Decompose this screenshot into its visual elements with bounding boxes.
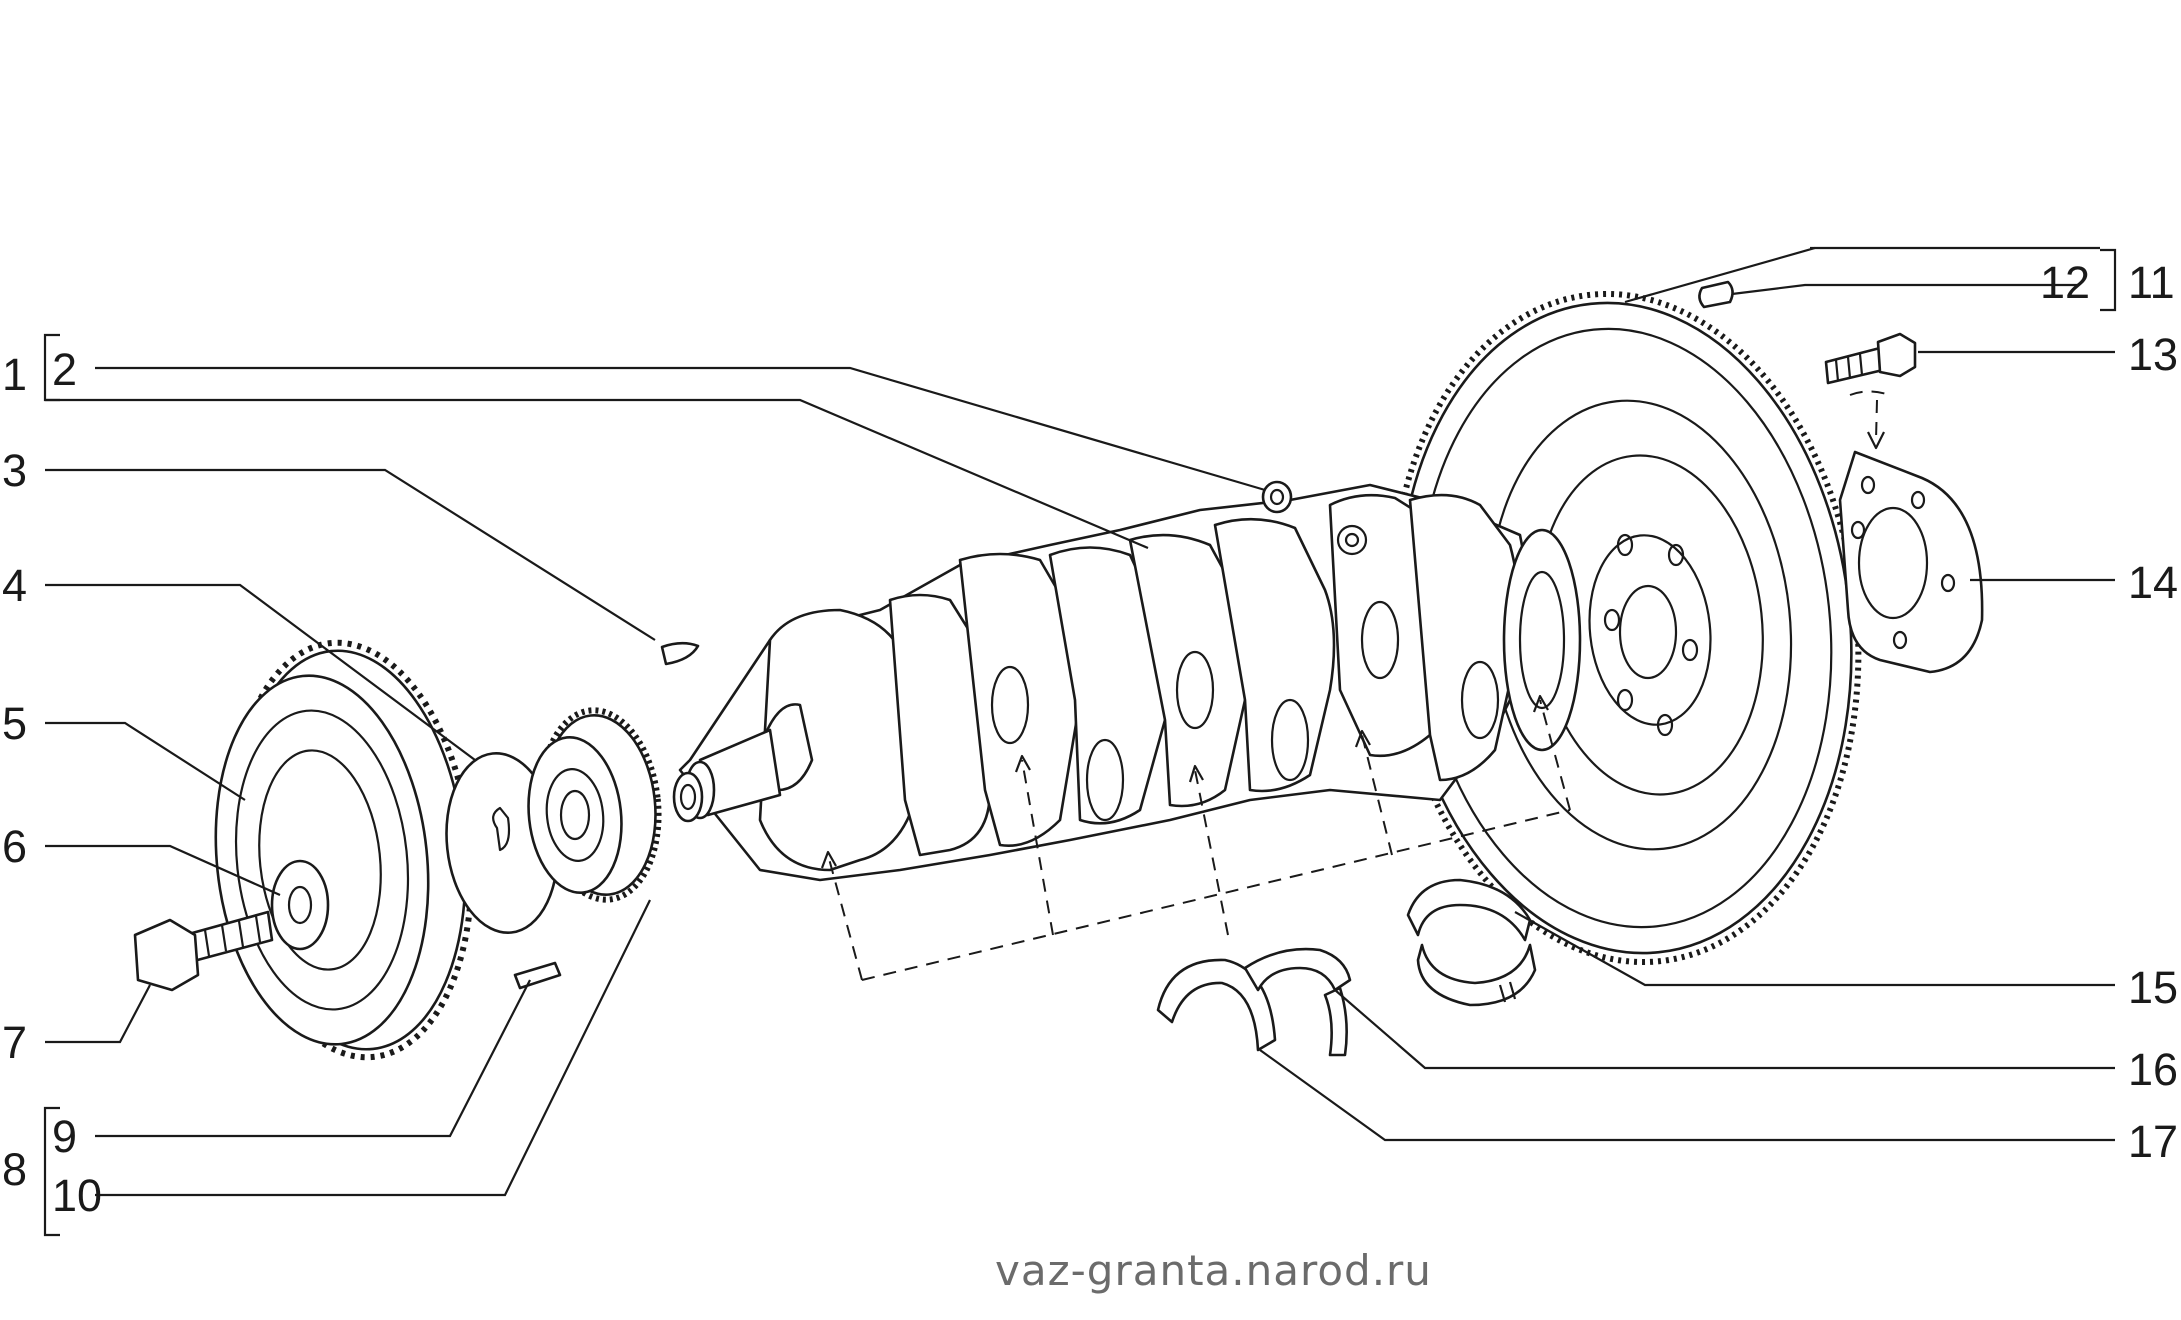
thrust-half-washers <box>1156 947 1352 1057</box>
callout-16: 16 <box>2128 1044 2178 1095</box>
callout-17: 17 <box>2128 1116 2178 1167</box>
main-bearing-shells <box>1406 878 1537 1007</box>
callout-10: 10 <box>52 1170 102 1221</box>
callout-5: 5 <box>2 698 27 749</box>
callout-12: 12 <box>2040 257 2090 308</box>
crankshaft-pulley <box>214 639 475 1061</box>
toothed-belt-pulley <box>527 707 662 903</box>
crankshaft-oil-plug <box>1261 480 1293 514</box>
group-brackets <box>43 248 2117 1237</box>
callout-7: 7 <box>2 1017 27 1068</box>
flywheel-bolt-washer-plate <box>1838 450 1984 674</box>
flywheel <box>1388 290 1862 966</box>
callout-4: 4 <box>2 560 27 611</box>
callout-3: 3 <box>2 445 27 496</box>
pulley-key <box>513 961 562 990</box>
flywheel-dowel-pin <box>1698 280 1734 309</box>
callout-6: 6 <box>2 821 27 872</box>
leader-lines <box>45 246 2115 1197</box>
callout-2: 2 <box>52 344 77 395</box>
callout-15: 15 <box>2128 962 2178 1013</box>
segment-key <box>660 641 700 666</box>
watermark-url: vaz-granta.narod.ru <box>995 1246 1432 1295</box>
callout-13: 13 <box>2128 329 2178 380</box>
pulley-bolt <box>133 910 274 992</box>
callout-1: 1 <box>2 349 27 400</box>
callout-8: 8 <box>2 1144 27 1195</box>
assembly-dash-lines <box>820 694 1571 981</box>
callout-11: 11 <box>2128 257 2175 308</box>
callout-9: 9 <box>52 1111 77 1162</box>
crankshaft <box>672 483 1582 882</box>
flywheel-bolt <box>1824 332 1917 450</box>
callout-14: 14 <box>2128 557 2178 608</box>
